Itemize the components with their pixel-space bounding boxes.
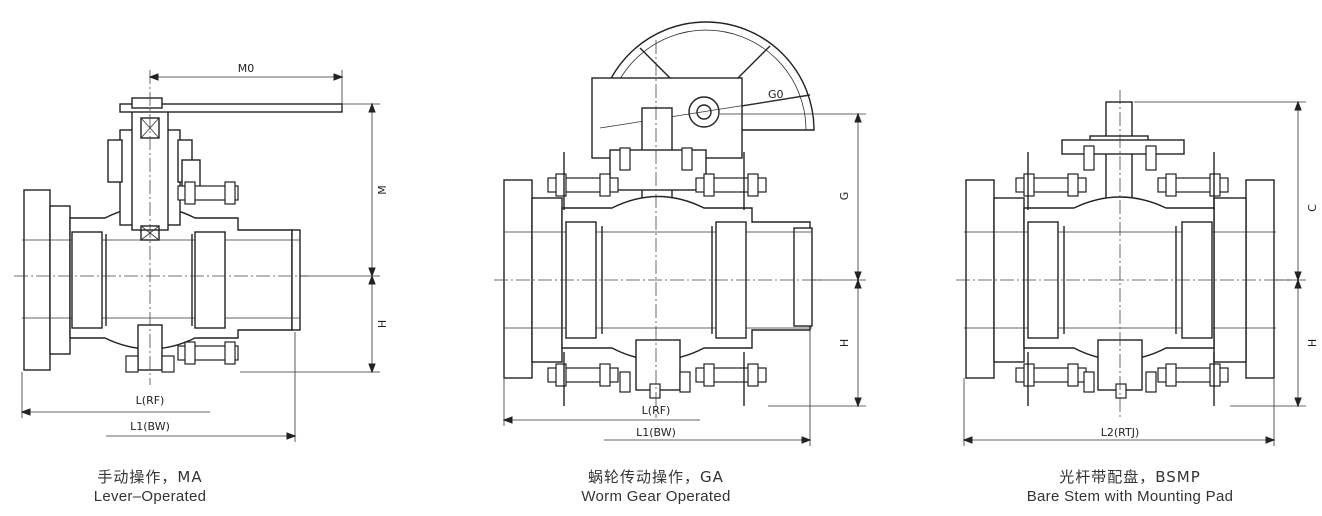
- dim-l2-rtj-label: L2(RTJ): [1101, 426, 1140, 439]
- caption-gear-cn: 蜗轮传动操作，GA: [588, 468, 724, 486]
- caption-lever: 手动操作，MA Lever–Operated: [40, 468, 260, 506]
- dim-c-label: C: [1306, 204, 1319, 212]
- caption-bare-cn: 光杆带配盘，BSMP: [1059, 468, 1201, 486]
- lever-operated-drawing: M0 M H L(RF) L1(BW): [14, 62, 389, 442]
- dim-l1-bw-label: L1(BW): [130, 420, 170, 433]
- dim-h-label: H: [376, 320, 389, 328]
- caption-gear-en: Worm Gear Operated: [581, 488, 731, 505]
- dim-l1-bw-label-2: L1(BW): [636, 426, 676, 439]
- dim-g-label: G: [838, 192, 851, 201]
- dim-m0-label: M0: [238, 62, 255, 75]
- dim-m-label: M: [376, 185, 389, 195]
- dim-g0-label: G0: [768, 88, 784, 101]
- caption-bare-en: Bare Stem with Mounting Pad: [1026, 488, 1234, 505]
- caption-lever-cn: 手动操作，MA: [97, 468, 203, 486]
- dim-l-rf-label-2: L(RF): [642, 404, 671, 417]
- caption-lever-en: Lever–Operated: [93, 488, 207, 505]
- caption-bare: 光杆带配盘，BSMP Bare Stem with Mounting Pad: [1000, 468, 1260, 506]
- caption-gear: 蜗轮传动操作，GA Worm Gear Operated: [536, 468, 776, 506]
- dim-h-label-2: H: [838, 339, 851, 347]
- dim-l-rf-label: L(RF): [136, 394, 165, 407]
- bare-stem-drawing: C H L2(RTJ): [956, 90, 1319, 446]
- worm-gear-drawing: G0: [494, 21, 866, 446]
- dim-h-label-3: H: [1306, 339, 1319, 347]
